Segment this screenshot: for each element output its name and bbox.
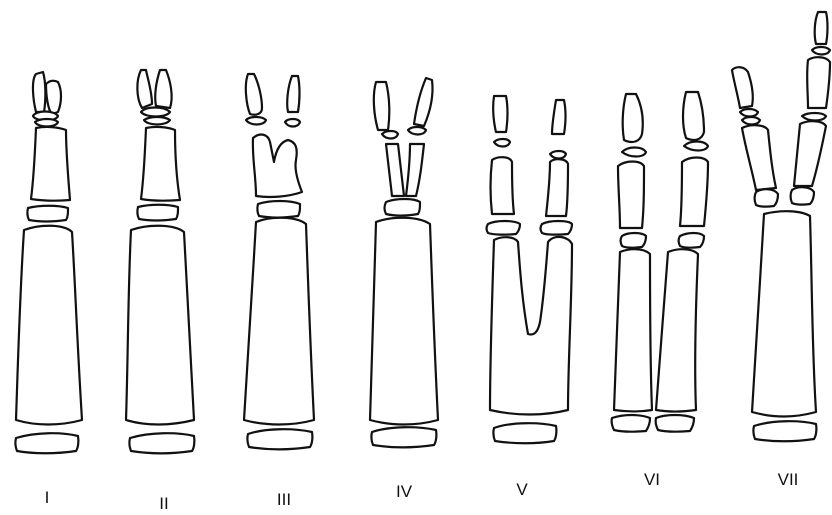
stage-2-bone xyxy=(126,70,194,453)
stage-4-middle-phalanx-left xyxy=(386,144,404,196)
stage-1-epiphysis-distal-2 xyxy=(35,119,58,127)
stage-5-joint-disc-right xyxy=(541,221,573,235)
stage-2-tip-right xyxy=(155,70,171,108)
stage-2-tip-left xyxy=(137,70,152,108)
stage-label-2: II xyxy=(159,494,168,514)
stage-7-proximal-phalanx-right-top xyxy=(807,57,830,108)
stage-4-base-epiphysis xyxy=(371,427,436,447)
stage-1-base-epiphysis xyxy=(15,433,78,453)
stage-7-joint-disc-right xyxy=(791,187,815,204)
stage-5-forked-shaft xyxy=(490,237,572,415)
stage-1-tip-left xyxy=(33,72,45,112)
stage-2-base-epiphysis xyxy=(129,433,194,453)
stage-6-middle-phalanx-left xyxy=(618,162,644,229)
stage-label-7: VII xyxy=(778,470,799,490)
stage-7-epiphysis-left-2 xyxy=(742,117,760,125)
stage-7-bone xyxy=(732,12,830,441)
stage-3-joint-disc xyxy=(257,201,300,218)
stage-label-6: VI xyxy=(644,470,660,490)
stage-4-bone xyxy=(370,78,438,447)
stage-2-epiphysis-distal xyxy=(141,108,170,117)
stage-4-epiphysis-right xyxy=(408,127,426,135)
stage-label-1: I xyxy=(45,488,50,508)
stage-6-shaft-left xyxy=(614,249,652,411)
stage-3-tip-right xyxy=(287,76,299,112)
stage-1-bone xyxy=(15,72,82,453)
stage-5-base-epiphysis xyxy=(493,423,556,443)
stage-7-epiphysis-left xyxy=(740,109,758,117)
stage-4-shaft xyxy=(370,218,438,425)
stage-1-middle-phalanx xyxy=(31,127,70,201)
stage-5-tip-right xyxy=(552,100,566,134)
stage-label-4: IV xyxy=(396,482,412,502)
stage-5-tip-left xyxy=(493,96,507,132)
stage-5-epiphysis-left xyxy=(494,139,510,147)
stage-2-joint-disc xyxy=(137,205,178,221)
stage-4-middle-phalanx-right xyxy=(406,144,424,196)
stage-5-joint-disc-left xyxy=(487,221,521,235)
stage-6-epiphysis-right xyxy=(684,142,708,151)
stage-2-epiphysis-distal-2 xyxy=(144,117,170,125)
stage-3-epiphysis-left xyxy=(246,117,266,125)
stage-4-joint-disc xyxy=(385,199,421,216)
stage-4-tip-right xyxy=(414,78,433,126)
stage-3-bone xyxy=(244,74,314,449)
stage-2-shaft xyxy=(126,226,194,425)
stage-label-3: III xyxy=(277,490,291,510)
stage-3-shaft xyxy=(244,218,314,425)
stage-6-tip-right xyxy=(683,92,704,140)
stage-6-base-epiphysis-right xyxy=(656,415,694,432)
stage-1-tip-right xyxy=(46,81,61,114)
stage-3-forked-phalanx xyxy=(253,135,302,197)
stage-label-5: V xyxy=(516,480,527,500)
stage-3-tip-left xyxy=(246,74,262,115)
stage-7-joint-disc-left xyxy=(755,189,779,206)
stage-5-bone xyxy=(487,96,573,443)
stage-7-middle-phalanx-right xyxy=(794,121,826,186)
stage-6-tip-left xyxy=(623,94,643,142)
stage-6-joint-disc-right xyxy=(679,233,705,248)
stage-7-base-epiphysis xyxy=(753,421,816,441)
stage-1-joint-disc xyxy=(27,206,68,222)
stage-6-joint-disc-left xyxy=(621,233,647,248)
stage-6-base-epiphysis-left xyxy=(612,415,650,432)
stage-2-middle-phalanx xyxy=(141,127,180,201)
stage-7-shaft xyxy=(752,211,816,416)
stage-5-middle-phalanx-left xyxy=(491,157,515,214)
stage-7-joint-right xyxy=(802,113,826,121)
stage-1-shaft xyxy=(16,226,82,425)
stage-7-distal-epiphysis-right xyxy=(812,47,830,55)
stage-6-bone xyxy=(612,92,708,432)
stage-6-middle-phalanx-right xyxy=(680,158,708,227)
stage-5-epiphysis-right xyxy=(550,151,566,159)
stage-6-shaft-right xyxy=(656,249,698,411)
stage-6-epiphysis-left xyxy=(622,148,646,157)
stage-3-base-epiphysis xyxy=(247,429,312,449)
stage-3-epiphysis-right xyxy=(285,119,300,127)
stage-4-epiphysis-left xyxy=(382,131,398,139)
stage-7-distal-tip-right xyxy=(815,12,828,44)
stage-5-middle-phalanx-right xyxy=(546,159,568,216)
stage-7-tip-left xyxy=(732,67,753,108)
stage-7-middle-phalanx-left xyxy=(742,125,776,190)
stage-4-tip-left xyxy=(374,82,389,130)
